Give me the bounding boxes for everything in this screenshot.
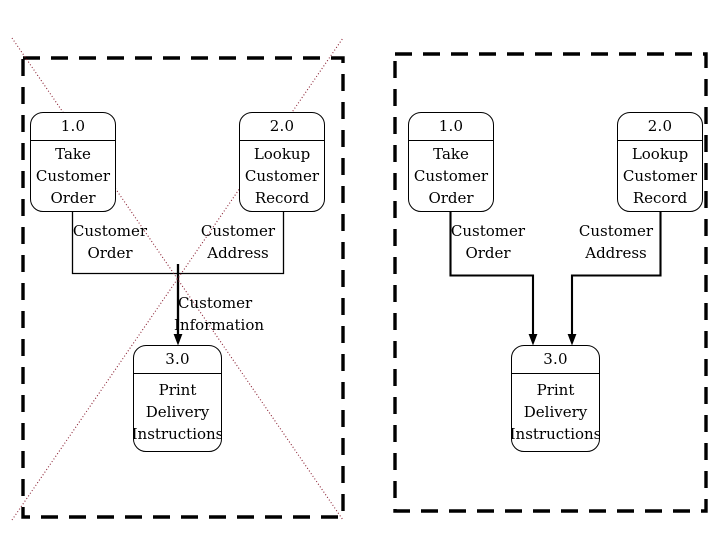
right-flow-label-customer-order: Customer Order xyxy=(440,220,536,264)
right-flow-customer-order-arrowhead xyxy=(528,334,538,346)
left-process-2-name: Lookup Customer Record xyxy=(240,141,324,211)
right-process-3-line1: Print xyxy=(536,381,575,399)
right-flow-label-customer-order-line1: Customer xyxy=(450,222,526,240)
left-process-2-line3: Record xyxy=(254,188,310,207)
right-process-1-number: 1.0 xyxy=(409,113,493,141)
left-system-boundary xyxy=(21,56,345,519)
left-process-1-name: Take Customer Order xyxy=(31,141,115,211)
right-process-2-line2: Customer xyxy=(622,166,698,185)
left-flow-label-customer-order-line1: Customer xyxy=(72,222,148,240)
right-process-3-line2: Delivery xyxy=(523,403,588,421)
right-process-2[interactable]: 2.0 Lookup Customer Record xyxy=(617,112,703,212)
left-flow-label-customer-information: Customer Information xyxy=(174,292,288,336)
left-process-1[interactable]: 1.0 Take Customer Order xyxy=(30,112,116,212)
left-flow-label-customer-order: Customer Order xyxy=(62,220,158,264)
right-process-2-line1: Lookup xyxy=(631,144,689,163)
right-process-3-number: 3.0 xyxy=(512,346,599,374)
right-flow-label-customer-order-line2: Order xyxy=(465,244,511,262)
left-process-3-line2: Delivery xyxy=(145,403,210,421)
right-system-boundary xyxy=(393,52,708,513)
left-process-1-line3: Order xyxy=(50,188,96,207)
left-process-3-number: 3.0 xyxy=(134,346,221,374)
right-process-2-number: 2.0 xyxy=(618,113,702,141)
right-process-1-name: Take Customer Order xyxy=(409,141,493,211)
right-flow-customer-address-arrowhead xyxy=(567,334,577,346)
left-process-3[interactable]: 3.0 Print Delivery Instructions xyxy=(133,345,222,452)
left-flow-customer-information-arrowhead xyxy=(173,334,183,346)
right-flow-label-customer-address: Customer Address xyxy=(568,220,664,264)
right-process-1-line3: Order xyxy=(428,188,474,207)
right-process-1[interactable]: 1.0 Take Customer Order xyxy=(408,112,494,212)
right-process-1-line2: Customer xyxy=(413,166,489,185)
right-process-1-line1: Take xyxy=(433,144,469,163)
right-flow-customer-address-line xyxy=(570,212,662,340)
right-flow-customer-order-line xyxy=(449,212,535,340)
left-flow-label-customer-information-line1: Customer xyxy=(178,294,253,312)
left-flow-label-customer-address: Customer Address xyxy=(190,220,286,264)
left-process-2-line2: Customer xyxy=(244,166,320,185)
right-process-2-name: Lookup Customer Record xyxy=(618,141,702,211)
left-process-1-number: 1.0 xyxy=(31,113,115,141)
left-process-2-number: 2.0 xyxy=(240,113,324,141)
left-process-1-line1: Take xyxy=(55,144,91,163)
left-flow-label-customer-address-line1: Customer xyxy=(200,222,276,240)
left-process-2-line1: Lookup xyxy=(253,144,311,163)
left-flow-label-customer-information-line2: Information xyxy=(174,316,265,334)
right-process-2-line3: Record xyxy=(632,188,688,207)
left-flow-label-customer-address-line2: Address xyxy=(207,244,269,262)
right-flow-label-customer-address-line1: Customer xyxy=(578,222,654,240)
left-flow-customer-order-line xyxy=(71,212,178,275)
left-process-1-line2: Customer xyxy=(35,166,111,185)
left-process-3-name: Print Delivery Instructions xyxy=(134,374,221,451)
strikeout-line-down xyxy=(11,37,344,521)
right-process-3-line3: Instructions xyxy=(511,425,600,443)
right-process-3[interactable]: 3.0 Print Delivery Instructions xyxy=(511,345,600,452)
right-flow-label-customer-address-line2: Address xyxy=(585,244,647,262)
left-process-2[interactable]: 2.0 Lookup Customer Record xyxy=(239,112,325,212)
left-flow-label-customer-order-line2: Order xyxy=(87,244,133,262)
left-process-3-line1: Print xyxy=(158,381,197,399)
left-process-3-line3: Instructions xyxy=(133,425,222,443)
left-flow-customer-address-line xyxy=(178,212,285,275)
right-process-3-name: Print Delivery Instructions xyxy=(512,374,599,451)
